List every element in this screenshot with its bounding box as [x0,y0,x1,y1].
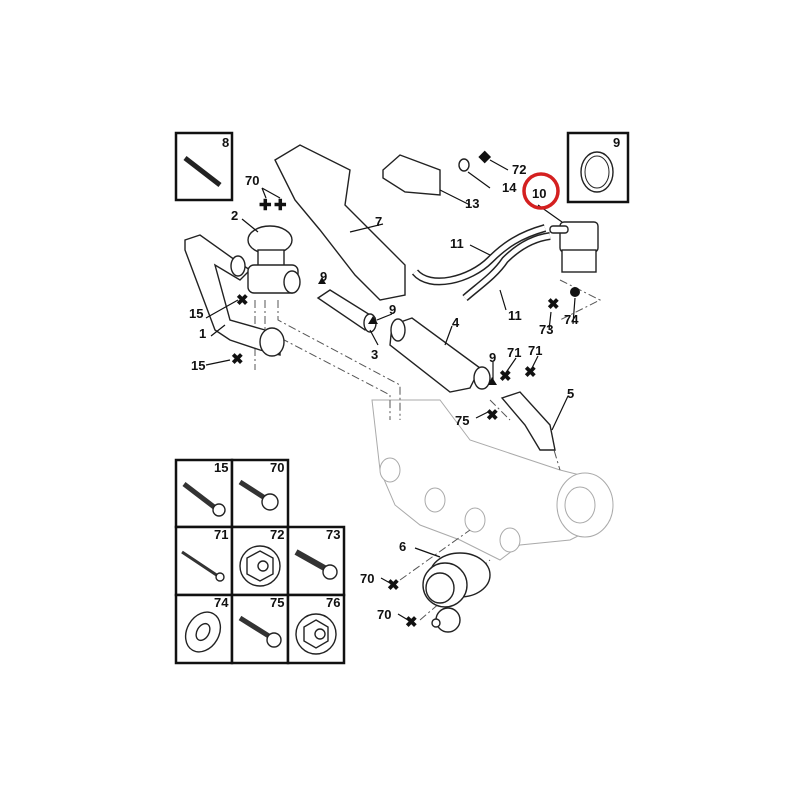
callout-1: 1 [199,326,206,341]
flex-pipe [316,289,377,333]
flange-screw-icon [238,615,282,648]
fastener-markers: ✚✚ ✖ ✖ ✖ ✖ ✖ ✖ ✖ ✖ [231,197,580,631]
callout-7: 7 [375,214,382,229]
callout-75: 75 [455,413,469,428]
callout-11-b: 11 [508,308,522,323]
svg-text:✚: ✚ [259,197,272,214]
flange-screw-icon [238,479,279,511]
fastener-label-70: 70 [270,460,284,475]
fastener-label-15: 15 [214,460,228,475]
fastener-label-72: 72 [270,527,284,542]
outlet-pipe [500,391,556,451]
callout-70-a: 70 [360,571,374,586]
clamp-inset-box: 9 [566,131,630,204]
callout-2: 2 [231,208,238,223]
callout-71-b: 71 [528,343,542,358]
callout-14: 14 [502,180,517,195]
leader-lines [205,159,576,621]
callout-71-a: 71 [507,345,521,360]
throttle-body [422,552,491,633]
intake-manifold [371,399,614,561]
svg-text:✖: ✖ [236,292,249,309]
callout-9-b: 9 [389,302,396,317]
highlight-circle [522,172,560,210]
svg-text:✖: ✖ [486,407,499,424]
bracket [382,150,492,196]
callout-9-a: 9 [320,269,327,284]
callout-15-b: 15 [191,358,205,373]
callout-9-c: 9 [489,350,496,365]
callout-70-top: 70 [245,173,259,188]
callout-3: 3 [371,347,378,362]
callout-6: 6 [399,539,406,554]
egr-cooler [389,317,491,393]
svg-text:✖: ✖ [387,577,400,594]
fastener-label-76: 76 [326,595,340,610]
heat-shield [274,144,406,301]
hex-bolt-icon [294,549,338,580]
callout-13: 13 [465,196,479,211]
callout-10: 10 [532,186,546,201]
svg-text:✖: ✖ [231,351,244,368]
svg-text:✚: ✚ [274,197,287,214]
callout-15-a: 15 [189,306,203,321]
egr-valve [247,225,301,294]
callout-73: 73 [539,322,553,337]
flange-nut-icon [239,545,281,587]
svg-text:✖: ✖ [524,364,537,381]
fastener-label-75: 75 [270,595,284,610]
fastener-label-74: 74 [214,595,229,610]
fastener-label-73: 73 [326,527,340,542]
svg-text:✖: ✖ [405,614,418,631]
vacuum-hoses [411,224,551,302]
callout-72: 72 [512,162,526,177]
callout-5: 5 [567,386,574,401]
socket-screw-icon [181,550,225,582]
stud-inset-box: 8 [174,131,234,202]
callout-8: 8 [222,135,229,150]
callout-4: 4 [452,315,460,330]
callout-70-b: 70 [377,607,391,622]
pipe [184,234,285,357]
callout-74: 74 [564,312,579,327]
callout-labels: 70 2 7 72 14 13 10 11 11 9 9 15 1 3 4 15… [189,162,579,622]
hex-bolt-icon [182,482,226,517]
callout-9-box: 9 [613,135,620,150]
fastener-label-71: 71 [214,527,228,542]
flange-nut-icon [295,613,337,655]
svg-text:✖: ✖ [499,368,512,385]
fastener-legend-grid: 15 70 71 72 73 74 75 76 [174,458,346,665]
callout-11-a: 11 [450,236,464,251]
solenoid-valve [549,221,599,273]
washer-icon [184,611,222,653]
svg-text:✖: ✖ [547,296,560,313]
